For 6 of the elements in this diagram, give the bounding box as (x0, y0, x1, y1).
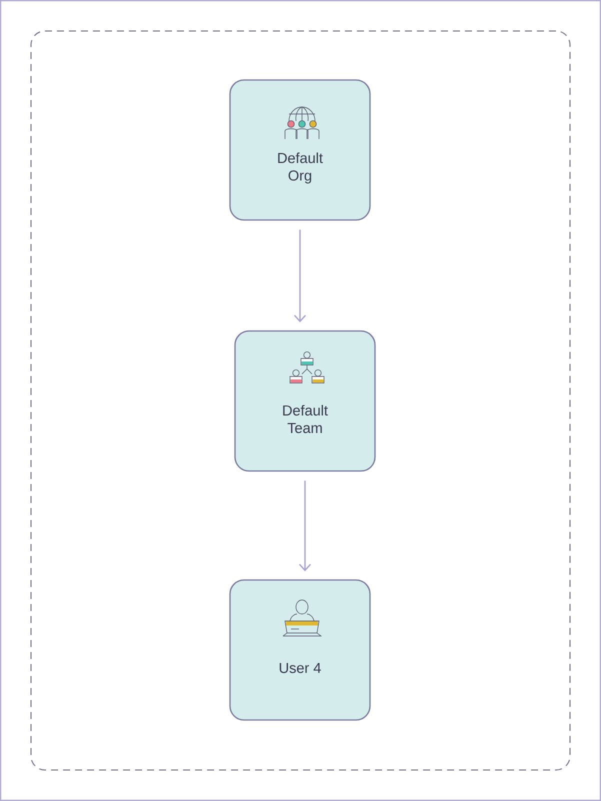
arrow (298, 480, 312, 572)
process-box: User 4 (229, 579, 371, 721)
dashed-container (30, 30, 570, 770)
process-box: Default Team (234, 330, 376, 472)
arrow (294, 230, 306, 322)
process-box: Default Org (229, 79, 371, 221)
